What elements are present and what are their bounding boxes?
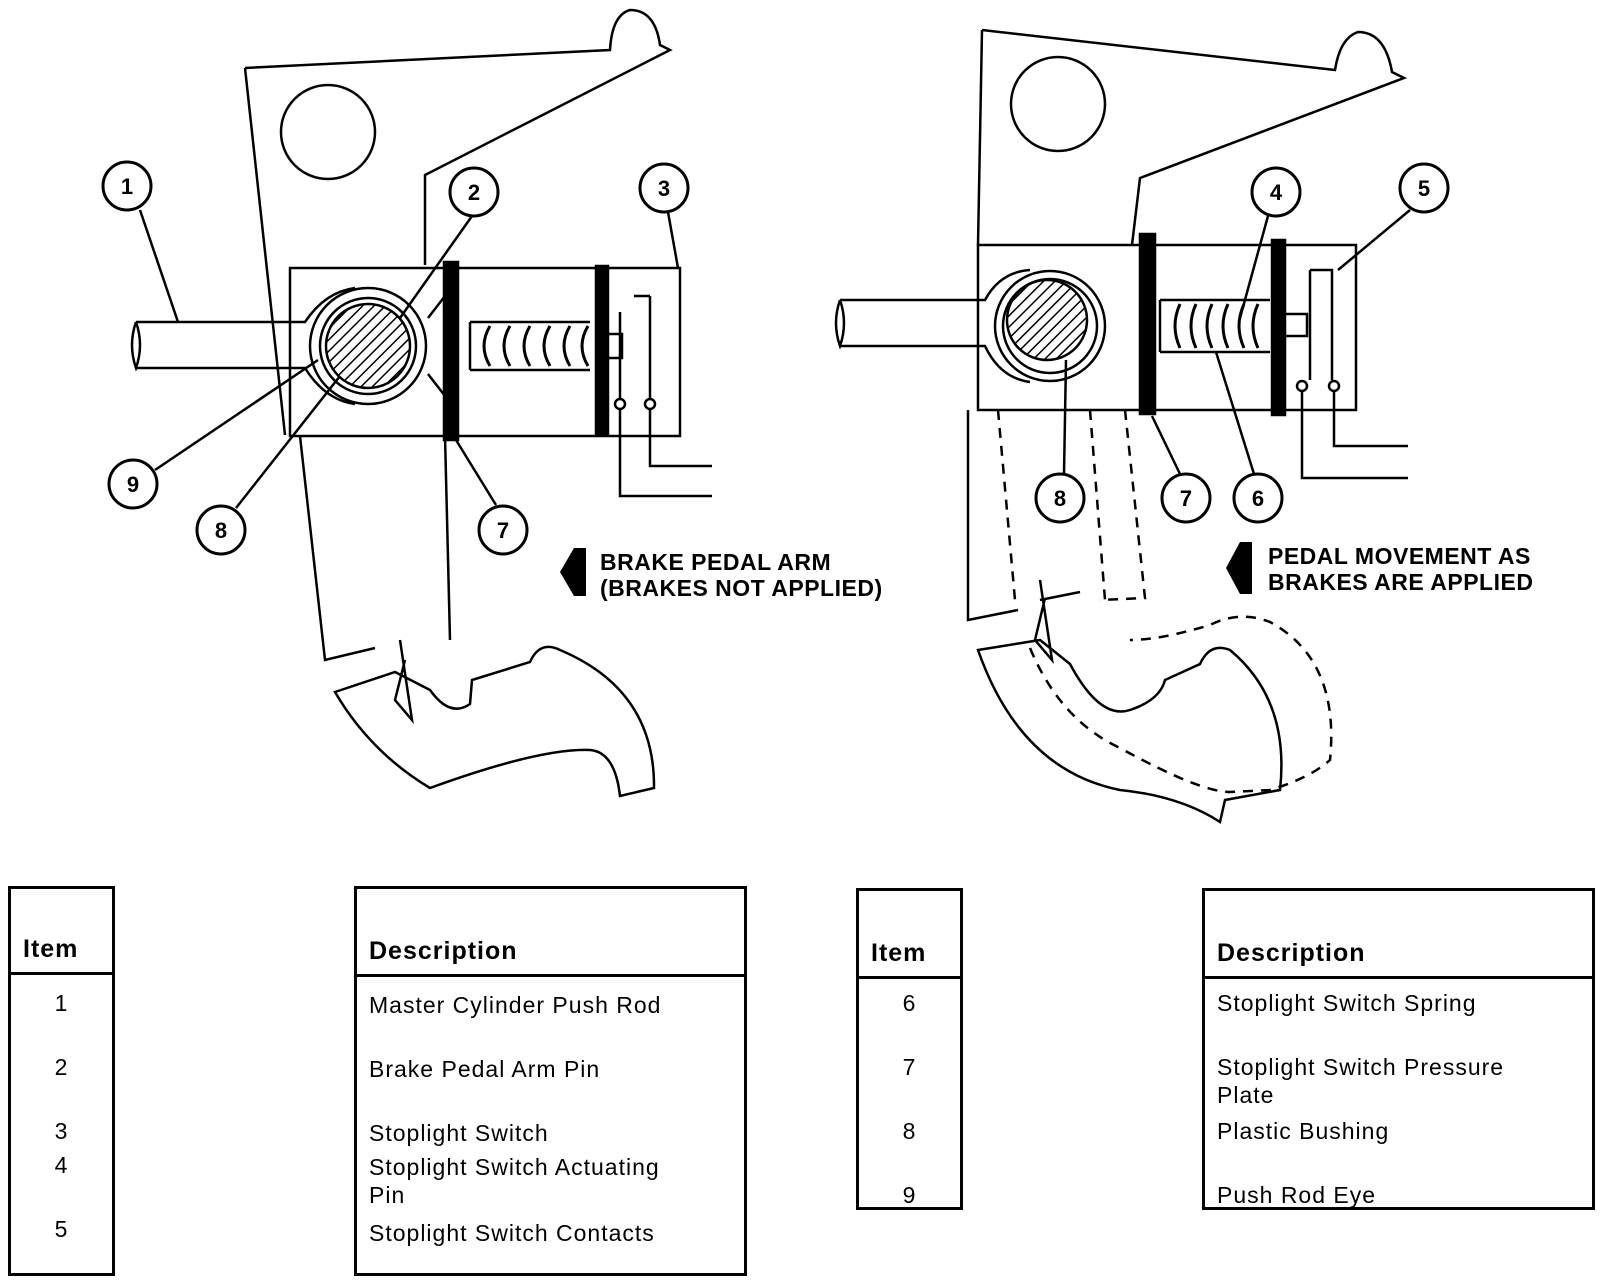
svg-text:PEDAL MOVEMENT AS: PEDAL MOVEMENT AS [1268, 543, 1531, 569]
svg-text:5: 5 [1418, 176, 1430, 201]
item-description: Stoplight Switch Contacts [369, 1220, 655, 1246]
item-description: Brake Pedal Arm Pin [369, 1056, 601, 1082]
item-description: Push Rod Eye [1217, 1182, 1377, 1208]
svg-text:9: 9 [127, 472, 139, 497]
left-callouts: 1 2 3 9 8 7 [101, 160, 690, 556]
svg-text:BRAKES ARE APPLIED: BRAKES ARE APPLIED [1268, 569, 1533, 595]
svg-text:8: 8 [1054, 486, 1066, 511]
item-description: Master Cylinder Push Rod [369, 992, 662, 1018]
svg-text:7: 7 [497, 518, 509, 543]
svg-text:(BRAKES NOT APPLIED): (BRAKES NOT APPLIED) [600, 575, 883, 601]
left-item-table: Item 1 2 3 4 5 [8, 886, 115, 1276]
item-number: 3 [54, 1118, 69, 1144]
svg-text:BRAKE PEDAL ARM: BRAKE PEDAL ARM [600, 549, 831, 575]
callout-7: 7 [454, 439, 529, 556]
brake-diagram: 1 2 3 9 8 7 BRAKE PEDAL AR [101, 8, 1533, 825]
callout-3: 3 [638, 162, 690, 269]
callout-8: 8 [195, 375, 341, 556]
right-callouts: 4 5 8 7 6 [1034, 162, 1450, 524]
callout-6: 6 [1214, 351, 1284, 524]
right-caption: PEDAL MOVEMENT AS BRAKES ARE APPLIED [1226, 542, 1533, 595]
item-header: Item [859, 891, 960, 979]
item-number: 1 [54, 990, 69, 1016]
item-description: Stoplight Switch Actuating Pin [369, 1154, 660, 1208]
svg-text:7: 7 [1180, 486, 1192, 511]
description-header: Description [357, 889, 744, 977]
svg-text:8: 8 [215, 518, 227, 543]
item-header: Item [11, 889, 112, 975]
item-description: Stoplight Switch Spring [1217, 990, 1477, 1016]
callout-4: 4 [1238, 166, 1302, 319]
callout-1: 1 [101, 160, 180, 323]
svg-text:6: 6 [1252, 486, 1264, 511]
left-caption: BRAKE PEDAL ARM (BRAKES NOT APPLIED) [560, 548, 883, 601]
svg-text:1: 1 [121, 174, 133, 199]
description-header: Description [1205, 891, 1592, 979]
callout-2: 2 [398, 166, 500, 319]
item-number: 2 [54, 1054, 69, 1080]
item-number: 4 [54, 1152, 69, 1178]
item-number: 8 [902, 1118, 917, 1144]
callout-8-right: 8 [1034, 359, 1086, 524]
callout-5: 5 [1337, 162, 1450, 271]
item-description: Stoplight Switch Pressure Plate [1217, 1054, 1505, 1108]
svg-text:3: 3 [658, 176, 670, 201]
right-description-table: Description Stoplight Switch Spring Stop… [1202, 888, 1595, 1210]
right-item-table: Item 6 7 8 9 [856, 888, 963, 1210]
svg-text:2: 2 [468, 180, 480, 205]
left-illustration [130, 8, 712, 798]
left-description-table: Description Master Cylinder Push Rod Bra… [354, 886, 747, 1276]
callout-9: 9 [107, 358, 319, 510]
item-description: Plastic Bushing [1217, 1118, 1390, 1144]
svg-text:4: 4 [1270, 180, 1283, 205]
arrow-left-icon [560, 548, 586, 596]
item-description: Stoplight Switch [369, 1120, 549, 1146]
item-number: 7 [902, 1054, 917, 1080]
callout-7-right: 7 [1150, 415, 1212, 524]
arrow-left-icon [1226, 542, 1252, 594]
right-illustration [834, 28, 1408, 825]
item-number: 5 [54, 1216, 69, 1242]
item-number: 9 [902, 1182, 917, 1208]
item-number: 6 [902, 990, 917, 1016]
